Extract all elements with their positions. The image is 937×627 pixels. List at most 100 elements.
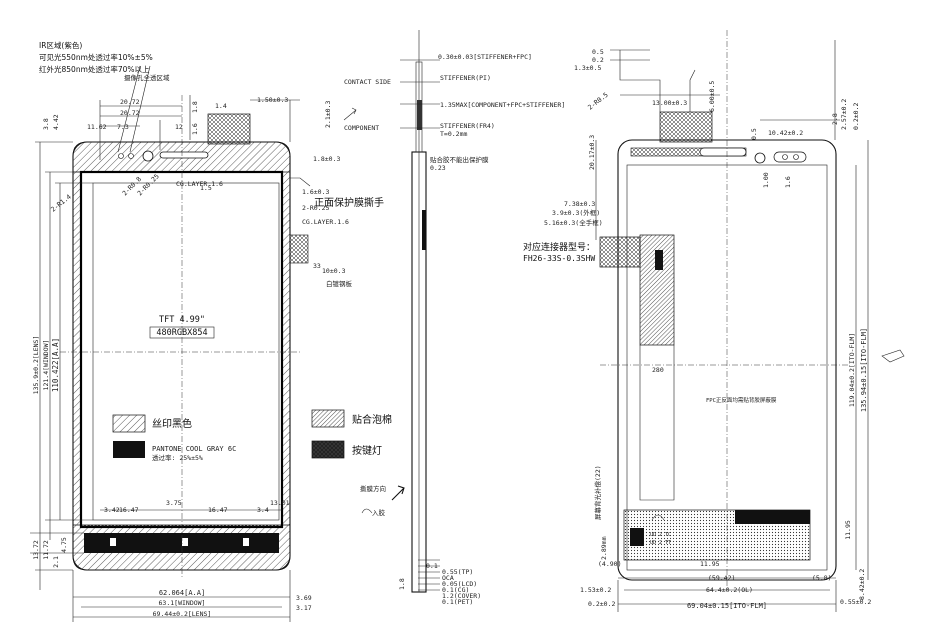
legend-silk-label: 丝印黑色 [152,417,192,430]
svg-text:UD 2 TC: UD 2 TC [650,532,671,538]
left-silk-strip [73,172,81,525]
side-bottom-leaders [418,559,440,591]
dim-window-height: 121.4[WINDOW] [42,340,50,391]
svg-text:(4.90): (4.90) [598,560,621,568]
svg-text:280: 280 [652,366,664,374]
back-sensor-slot [773,151,807,163]
svg-text:1.2(COVER): 1.2(COVER) [442,592,481,600]
svg-text:0.55(TP): 0.55(TP) [442,568,473,576]
key-icon-home [182,538,188,546]
svg-text:7.3: 7.3 [117,123,129,131]
svg-text:CONTACT SIDE: CONTACT SIDE [344,78,391,86]
svg-text:13.72: 13.72 [32,540,40,560]
svg-text:20.17±0.3: 20.17±0.3 [588,135,596,170]
svg-text:11.95: 11.95 [700,560,720,568]
svg-text:CG.LAYER.1.6: CG.LAYER.1.6 [176,180,223,188]
svg-text:UD 2 TT: UD 2 TT [650,540,671,546]
svg-text:0.1(PET): 0.1(PET) [442,598,473,606]
svg-text:69.04±0.15[ITO-FLM]: 69.04±0.15[ITO-FLM] [687,602,767,610]
bottom-dim-lines [72,509,291,622]
svg-text:12: 12 [175,123,183,131]
back-top-dim-lines [595,40,840,240]
fpc-tail-side [289,234,309,264]
svg-text:0.55±0.2: 0.55±0.2 [840,598,871,606]
svg-text:2.1: 2.1 [52,556,60,568]
ir-note-line1: 可见光550nm处透过率10%±5% [39,52,153,62]
dim-lens-height: 135.9±0.2[LENS] [32,336,40,395]
legend-foam-swatch [311,409,345,428]
svg-text:11.62: 11.62 [87,123,107,131]
svg-text:CG.LAYER.1.6: CG.LAYER.1.6 [302,218,349,226]
svg-text:撕膜方向: 撕膜方向 [360,484,386,493]
back-view: 0.5 0.2 1.3±0.5 2-R0.5 13.00±0.3 6.00±0.… [523,30,905,612]
key-icon-back [110,538,116,546]
left-dim-lines [30,141,93,590]
svg-text:8.42±0.2: 8.42±0.2 [858,569,866,600]
svg-text:COMPONENT: COMPONENT [344,124,379,132]
svg-text:1.3±0.5: 1.3±0.5 [574,64,601,72]
back-top-fpc [659,111,713,143]
svg-text:10.42±0.2: 10.42±0.2 [768,129,803,137]
svg-text:1.53±0.2: 1.53±0.2 [580,586,611,594]
glue-icon [361,508,373,514]
svg-text:10±0.3: 10±0.3 [322,267,346,275]
ir-note-line2: 红外光850nm处透过率70%以上 [39,64,150,74]
svg-text:OCA: OCA [442,574,454,582]
svg-text:1.8±0.3: 1.8±0.3 [313,155,340,163]
svg-text:119.04±0.2[ITO-FLM]: 119.04±0.2[ITO-FLM] [848,333,856,407]
svg-text:白镀钢板: 白镀钢板 [326,279,353,288]
connector-note-line1: 对应连接器型号： [523,241,595,253]
active-area [92,182,280,521]
svg-text:STIFFENER(PI): STIFFENER(PI) [440,74,491,82]
svg-text:2-R0.25: 2-R0.25 [136,172,161,197]
svg-text:(59.42): (59.42) [708,574,735,582]
svg-text:0.23: 0.23 [430,164,446,172]
svg-text:4.42: 4.42 [52,114,60,130]
dim-aa-height: 110.422[A.A] [51,338,60,392]
back-bottom-black-label [735,510,810,524]
back-camera-hole [754,152,766,164]
svg-text:20.72: 20.72 [120,109,140,117]
svg-text:3.9±0.3(外框): 3.9±0.3(外框) [552,208,600,217]
right-silk-strip [282,172,290,525]
side-arrow-icon [343,107,357,121]
model-line2: 480RGBX854 [156,328,207,338]
svg-text:0.2: 0.2 [592,56,604,64]
hand-pointer-icon [881,349,905,363]
peel-arrow-icon [391,485,405,501]
back-bottom-dim-lines [617,577,837,612]
svg-text:11.95: 11.95 [844,520,852,540]
legend-pantone-sub: 透过率: 25%±5% [152,453,203,462]
side-view: 0.30±0.03[STIFFENER+FPC] CONTACT SIDE ST… [343,30,565,606]
svg-text:0.2±0.2: 0.2±0.2 [852,103,860,130]
svg-text:2-R0.5: 2-R0.5 [586,91,609,112]
svg-text:5.16±0.3(全手框): 5.16±0.3(全手框) [544,218,603,227]
key-icon-menu [243,538,249,546]
svg-text:62.064[A.A]: 62.064[A.A] [159,589,205,597]
svg-text:3.69: 3.69 [296,594,312,602]
svg-text:0.5: 0.5 [750,128,758,140]
svg-text:入胶: 入胶 [372,508,386,517]
svg-text:1.6: 1.6 [784,176,792,188]
top-connector-block [207,113,251,145]
svg-text:2-R1.4: 2-R1.4 [49,193,72,214]
svg-text:2.8: 2.8 [831,113,839,125]
svg-text:33: 33 [313,262,321,270]
key-strip [84,533,279,553]
back-speaker-slot [699,147,747,157]
svg-text:13.00±0.3: 13.00±0.3 [652,99,687,107]
svg-text:0.05(LCD): 0.05(LCD) [442,580,477,588]
sensor-hole-b [118,153,124,159]
svg-text:3.4: 3.4 [257,506,269,514]
window-frame [79,170,284,529]
svg-text:64.4±0.2(OL): 64.4±0.2(OL) [706,586,753,594]
svg-text:63.1[WINDOW]: 63.1[WINDOW] [159,599,206,607]
svg-text:7.38±0.3: 7.38±0.3 [564,200,595,208]
svg-text:1.6: 1.6 [191,123,199,135]
svg-text:贴合胶不能出保护膜: 贴合胶不能出保护膜 [430,155,489,164]
sensor-hole-a [128,153,134,159]
svg-text:1.8: 1.8 [191,101,199,113]
svg-text:3.8: 3.8 [42,118,50,130]
svg-text:135.94±0.15[ITO-FLM]: 135.94±0.15[ITO-FLM] [860,328,868,412]
ir-note-title: IR区域(紫色) [39,40,82,50]
